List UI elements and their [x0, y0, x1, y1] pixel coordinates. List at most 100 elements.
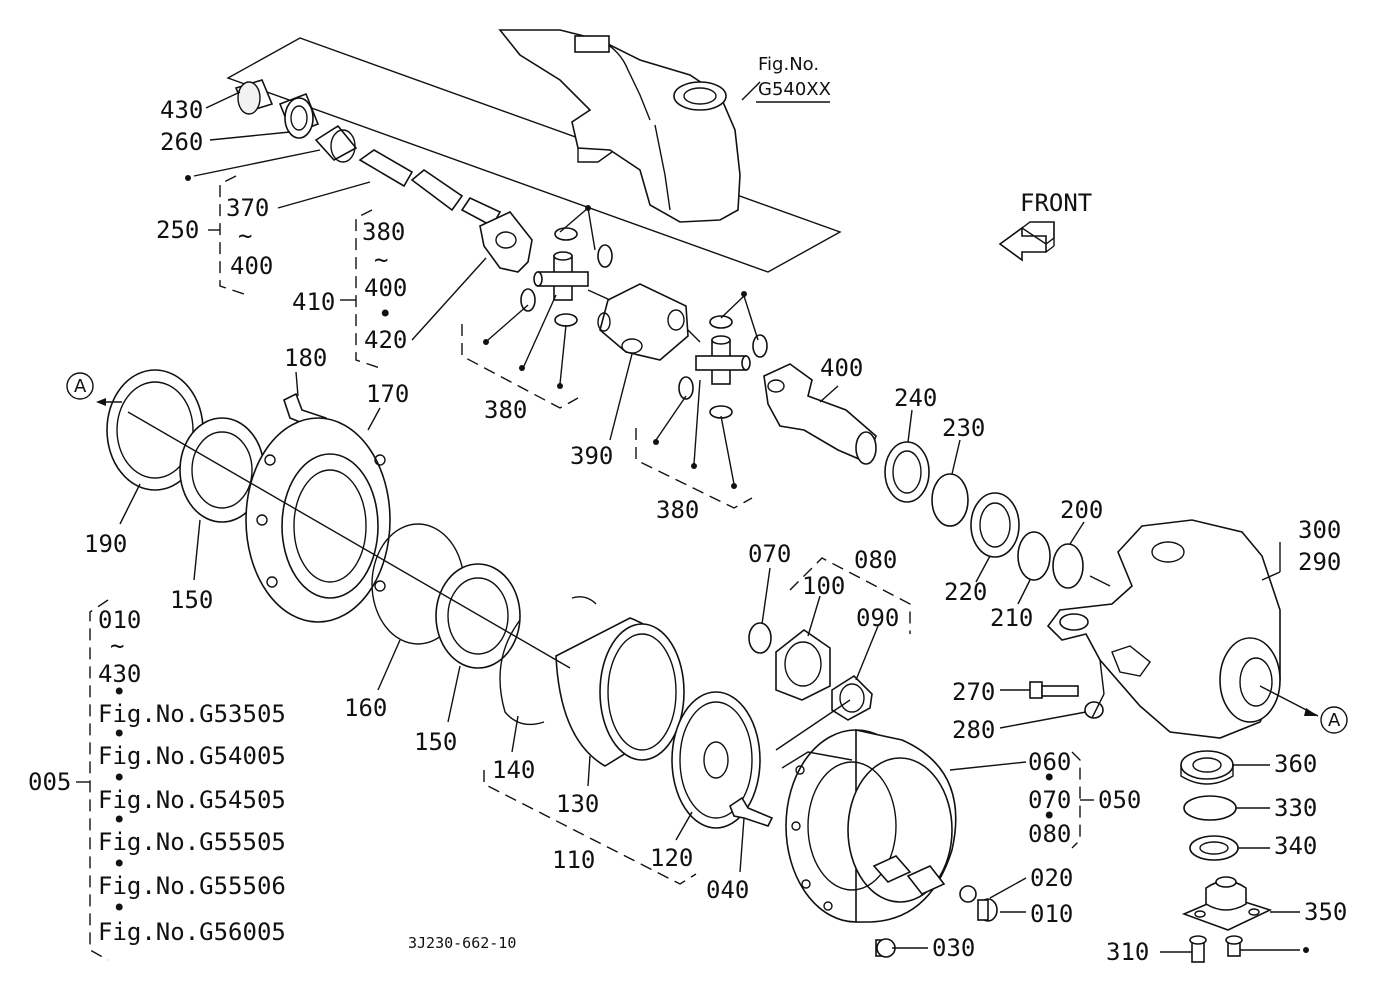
tilde-380-400: ~: [374, 246, 388, 274]
label-380-upper: 380: [484, 396, 527, 424]
label-230: 230: [942, 414, 985, 442]
bullet-a6: •: [112, 894, 126, 922]
label-370: 370: [226, 194, 269, 222]
internal-gear-130: [555, 617, 685, 767]
assembly-range-tilde: ~: [110, 632, 124, 660]
bolt-030: [875, 938, 896, 958]
label-410: 410: [292, 288, 335, 316]
bearing-220: [970, 492, 1020, 558]
label-160: 160: [344, 694, 387, 722]
bullet-a2: •: [112, 720, 126, 748]
bullet-a5: •: [112, 850, 126, 878]
label-310: 310: [1106, 938, 1149, 966]
label-300: 300: [1298, 516, 1341, 544]
washer-280: [1084, 701, 1104, 719]
label-070-carrier: 070: [1028, 786, 1071, 814]
view-marker-right-label: A: [1328, 710, 1341, 731]
bullet-070-080: •: [1042, 802, 1056, 830]
label-380-range: 380: [362, 218, 405, 246]
snap-ring-140b: [571, 596, 597, 605]
label-150-outer: 150: [170, 586, 213, 614]
assembly-fig-5: Fig.No.G55506: [98, 872, 286, 900]
label-270: 270: [952, 678, 995, 706]
assembly-fig-4: Fig.No.G55505: [98, 828, 286, 856]
snap-ring-230: [931, 473, 969, 527]
label-200: 200: [1060, 496, 1103, 524]
fig-ref-line2: G540XX: [758, 79, 831, 100]
seal-340: [1189, 835, 1239, 861]
front-label: FRONT: [1020, 189, 1092, 217]
snap-ring-upper-a: [554, 227, 578, 241]
label-020: 020: [1030, 864, 1073, 892]
assembly-fig-2: Fig.No.G54005: [98, 742, 286, 770]
part-labels: 430 260 250 370 ~ 400 380 ~ 400 • 420 41…: [84, 96, 1347, 966]
label-400-sub: 400: [364, 274, 407, 302]
label-190: 190: [84, 530, 127, 558]
label-210: 210: [990, 604, 1033, 632]
label-170: 170: [366, 380, 409, 408]
needle-bearing-430: [234, 79, 274, 115]
bearing-150-outer: [179, 417, 265, 523]
assembly-fig-6: Fig.No.G56005: [98, 918, 286, 946]
label-390: 390: [570, 442, 613, 470]
label-360: 360: [1274, 750, 1317, 778]
label-100: 100: [802, 572, 845, 600]
planet-carrier-060: [785, 729, 957, 923]
bolt-310: [1189, 935, 1207, 963]
axle-housing-reference: [226, 29, 842, 273]
label-090: 090: [856, 604, 899, 632]
label-005: 005: [28, 768, 71, 796]
label-080-carrier: 080: [1028, 820, 1071, 848]
label-080-planet: 080: [854, 546, 897, 574]
label-400-range: 400: [230, 252, 273, 280]
bullet-060-070: •: [1042, 764, 1056, 792]
label-240: 240: [894, 384, 937, 412]
label-180: 180: [284, 344, 327, 372]
label-350: 350: [1304, 898, 1347, 926]
bullet-a4: •: [112, 806, 126, 834]
assembly-list: 005 010 ~ 430 • Fig.No.G53505 • Fig.No.G…: [28, 606, 286, 946]
double-yoke-390: [597, 283, 689, 361]
label-040: 040: [706, 876, 749, 904]
drawing-code: 3J230-662-10: [408, 934, 516, 952]
label-250: 250: [156, 216, 199, 244]
tilde-370-400: ~: [238, 222, 252, 250]
bolt-040: [729, 796, 774, 827]
oil-seal-240: [884, 441, 930, 503]
view-marker-left: [66, 372, 94, 400]
label-220: 220: [944, 578, 987, 606]
needle-bearing-090: [831, 674, 873, 721]
snap-ring-lower-a: [709, 315, 733, 329]
axle-shaft-370: [358, 149, 502, 228]
assembly-fig-3: Fig.No.G54505: [98, 786, 286, 814]
knuckle-case-300: [1046, 519, 1281, 739]
front-direction-arrow-icon: [998, 221, 1055, 262]
label-380-lower: 380: [656, 496, 699, 524]
yoke-shaft-400: [763, 363, 877, 465]
kingpin-350: [1181, 876, 1273, 931]
label-060: 060: [1028, 748, 1071, 776]
thrust-collar-070: [748, 622, 772, 654]
label-010: 010: [1030, 900, 1073, 928]
snap-ring-upper-c: [520, 288, 536, 312]
label-050: 050: [1098, 786, 1141, 814]
universal-joint-cross-lower: [695, 335, 751, 385]
label-400: 400: [820, 354, 863, 382]
label-150-inner: 150: [414, 728, 457, 756]
label-340: 340: [1274, 832, 1317, 860]
yoke-420: [479, 211, 533, 273]
label-280: 280: [952, 716, 995, 744]
planet-gear-100: [775, 629, 831, 701]
seal-330: [1183, 795, 1237, 821]
assembly-range-start: 010: [98, 606, 141, 634]
assembly-fig-1: Fig.No.G53505: [98, 700, 286, 728]
label-110: 110: [552, 846, 595, 874]
label-070-planet: 070: [748, 540, 791, 568]
label-290: 290: [1298, 548, 1341, 576]
label-430: 430: [160, 96, 203, 124]
bearing-360: [1180, 750, 1234, 785]
snap-ring-upper-d: [554, 313, 578, 327]
bullet-a3: •: [112, 764, 126, 792]
bolt-270: [1029, 681, 1079, 699]
